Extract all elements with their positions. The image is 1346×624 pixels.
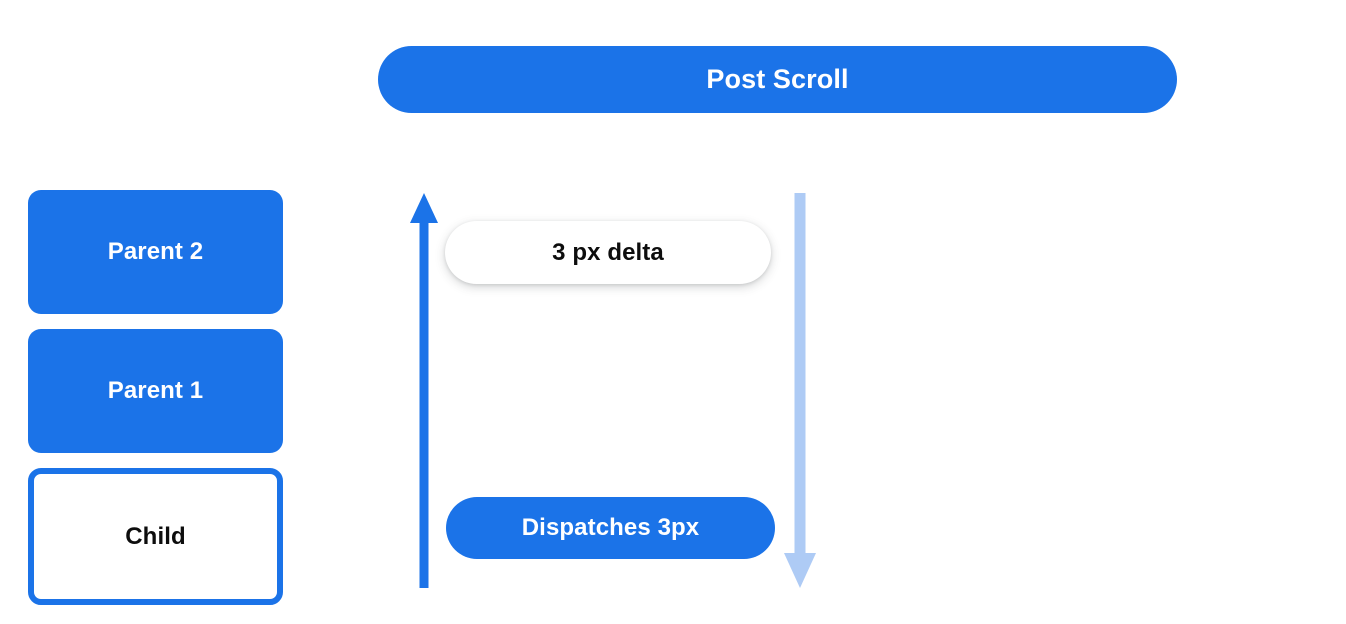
node-stack: Parent 2 Parent 1 Child xyxy=(28,190,283,605)
dispatch-annotation-label: Dispatches 3px xyxy=(521,514,700,541)
propagate-down-arrow-icon xyxy=(784,193,816,588)
post-scroll-header-bar: Post Scroll xyxy=(378,46,1177,113)
node-box-label: Parent 2 xyxy=(107,238,204,265)
node-box-label: Child xyxy=(125,522,186,550)
delta-annotation-label: 3 px delta xyxy=(552,238,664,266)
node-box-label: Parent 1 xyxy=(107,377,204,404)
dispatch-annotation-pill: Dispatches 3px xyxy=(446,497,775,559)
node-box-parent-2: Parent 2 xyxy=(28,190,283,314)
node-box-parent-1: Parent 1 xyxy=(28,329,283,453)
page-title: Post Scroll xyxy=(706,64,849,94)
node-box-child: Child xyxy=(28,468,283,605)
delta-annotation-pill: 3 px delta xyxy=(445,221,771,284)
bubble-up-arrow-icon xyxy=(410,193,438,588)
